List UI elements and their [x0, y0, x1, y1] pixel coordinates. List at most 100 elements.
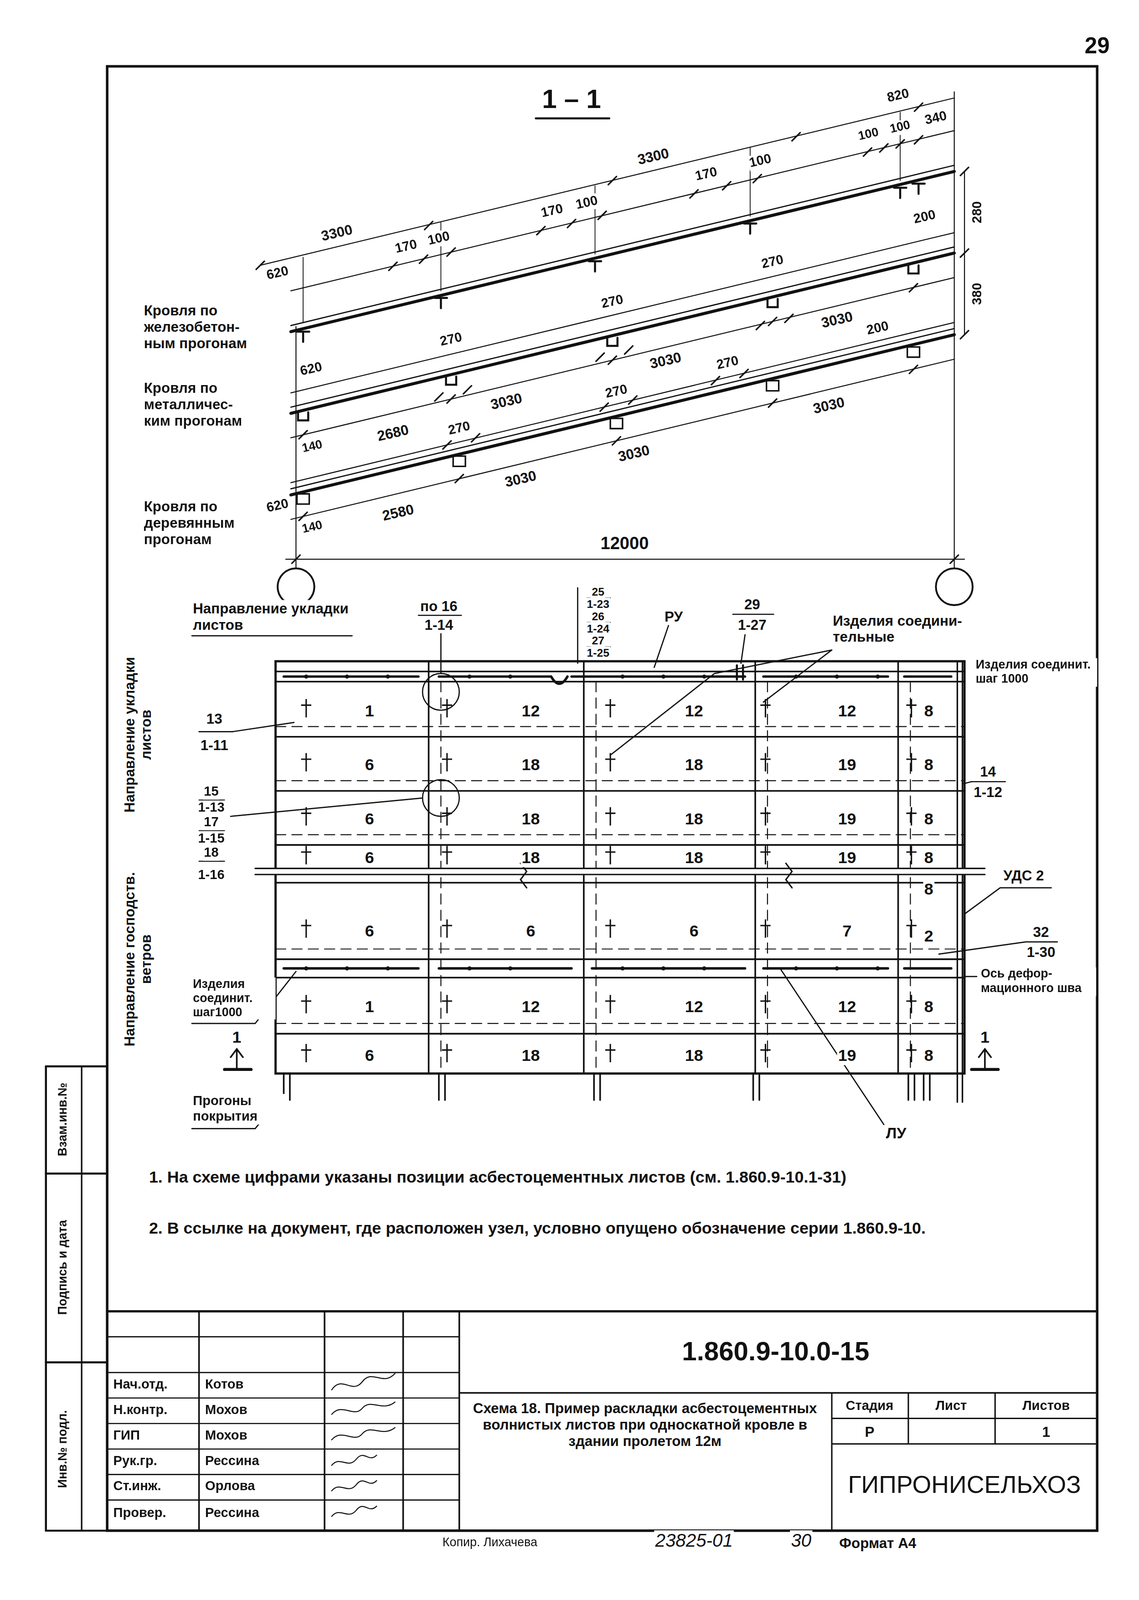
sheet-position-number: 6 — [363, 810, 375, 830]
title-block-cell: Котов — [204, 1377, 245, 1393]
sheet-position-number: 2 — [923, 927, 935, 947]
reference-label: Изделия соединит. шаг 1000 — [974, 658, 1098, 687]
sheet-position-number: 18 — [520, 849, 541, 868]
note-text: 2. В ссылке на документ, где расположен … — [148, 1219, 1049, 1239]
reference-label: 1-24 — [585, 622, 611, 635]
fastener-dot — [385, 674, 390, 679]
dimension-value: 3030 — [615, 441, 652, 465]
sheet-marker — [605, 919, 616, 938]
sheet-marker — [605, 753, 616, 772]
fastener-dot — [508, 966, 513, 971]
sheet-position-number: 6 — [363, 922, 375, 942]
sheet-marker — [906, 845, 917, 865]
sheet-position-number: 12 — [836, 998, 857, 1017]
dimension-value: 2680 — [374, 421, 412, 445]
footer-text: 23825-01 — [654, 1530, 734, 1552]
sheet-position-number: 8 — [923, 701, 935, 721]
sheet-marker — [760, 699, 771, 718]
reference-label: 27 — [590, 634, 606, 648]
dimension-value: 270 — [714, 353, 742, 374]
dimension-value: 100 — [855, 125, 882, 145]
sheet-position-number: 19 — [836, 810, 857, 830]
dimension-value: 3030 — [810, 393, 847, 418]
roof-type-label: Кровля по деревянным прогонам — [142, 498, 263, 548]
reference-label: 1-25 — [585, 646, 611, 660]
reference-label: 14 — [979, 763, 997, 780]
roof-type-label: Кровля по железобетон- ным прогонам — [142, 302, 263, 352]
sheet-marker — [906, 1044, 917, 1063]
reference-label: 32 — [1031, 923, 1050, 940]
dimension-value: 12000 — [599, 534, 650, 555]
reference-label: 1-13 — [196, 800, 226, 816]
sheet-marker — [301, 919, 312, 938]
dimension-value: 3030 — [818, 307, 856, 332]
sheet-position-number: 8 — [923, 1046, 935, 1066]
fastener-dot — [661, 966, 666, 971]
page-number: 29 — [1083, 32, 1111, 59]
title-block-cell: Рук.гр. — [112, 1453, 159, 1469]
reference-label: Ось дефор- мационного шва — [979, 967, 1097, 996]
fastener-dot — [345, 966, 350, 971]
footer-text: Копир. Лихачева — [441, 1535, 539, 1551]
sheet-position-number: 8 — [923, 880, 935, 900]
title-block-cell: Мохов — [204, 1402, 249, 1418]
reference-label: 1-23 — [585, 597, 611, 611]
sheet-marker — [760, 807, 771, 826]
reference-label: 1-14 — [423, 616, 454, 633]
dimension-value: 270 — [437, 329, 465, 351]
sheet-marker — [301, 699, 312, 718]
margin-stamp-text: Подпись и дата — [56, 1219, 71, 1317]
sheet-position-number: 6 — [363, 756, 375, 775]
title-block-cell: Нач.отд. — [112, 1377, 169, 1393]
fastener-dot — [702, 674, 707, 679]
sheet-position-number: 8 — [923, 849, 935, 868]
reference-label: 1-11 — [199, 737, 229, 754]
dimension-value: 270 — [603, 381, 630, 403]
title-block-text: Схема 18. Пример раскладки асбестоцемент… — [462, 1400, 827, 1450]
fastener-dot — [834, 966, 840, 971]
reference-label: 1-30 — [1025, 943, 1057, 961]
note-text: 1. На схеме цифрами указаны позиции асбе… — [148, 1168, 1049, 1188]
title-block-text: 1.860.9-10.0-15 — [680, 1337, 871, 1368]
annotation-text: Направление укладки листов — [121, 647, 155, 823]
footer-text: Формат А4 — [838, 1535, 918, 1552]
sheet-position-number: 18 — [684, 756, 705, 775]
dimension-value: 170 — [392, 237, 420, 258]
dimension-value: 100 — [747, 151, 774, 172]
reference-label: 26 — [590, 609, 606, 623]
sheet-position-number: 7 — [841, 922, 853, 942]
sheet-marker — [442, 845, 453, 865]
reference-label: УДС 2 — [1002, 867, 1046, 884]
sheet-position-number: 6 — [363, 1046, 375, 1066]
fastener-dot — [385, 966, 390, 971]
title-block-cell: ГИП — [112, 1428, 141, 1444]
fastener-dot — [467, 674, 472, 679]
sheet-marker — [906, 807, 917, 826]
sheet-marker — [605, 807, 616, 826]
sheet-position-number: 6 — [525, 922, 536, 942]
sheet-marker — [301, 1044, 312, 1063]
reference-label: 15 — [202, 784, 220, 800]
fastener-dot — [304, 674, 309, 679]
fastener-dot — [793, 674, 799, 679]
dimension-value: 170 — [538, 201, 566, 222]
annotation-text: Прогоны покрытия — [191, 1093, 286, 1125]
sheet-marker — [760, 753, 771, 772]
sheet-position-number: 18 — [520, 756, 541, 775]
sheet-position-number: 1 — [363, 998, 375, 1017]
dimension-value: 170 — [692, 164, 720, 186]
reference-label: Направление укладки листов — [191, 600, 368, 634]
reference-label: 1 — [231, 1028, 243, 1048]
sheet-marker — [442, 753, 453, 772]
sheet-marker — [906, 699, 917, 718]
dimension-value: 100 — [573, 192, 601, 214]
title-block-text: Р — [863, 1423, 876, 1441]
fastener-dot — [304, 966, 309, 971]
sheet-position-number: 12 — [684, 998, 705, 1017]
fastener-dot — [875, 966, 880, 971]
dimension-value: 340 — [922, 108, 950, 129]
sheet-marker — [442, 994, 453, 1014]
sheet-position-number: 18 — [684, 810, 705, 830]
reference-label: Изделия соедини- тельные — [831, 612, 982, 646]
